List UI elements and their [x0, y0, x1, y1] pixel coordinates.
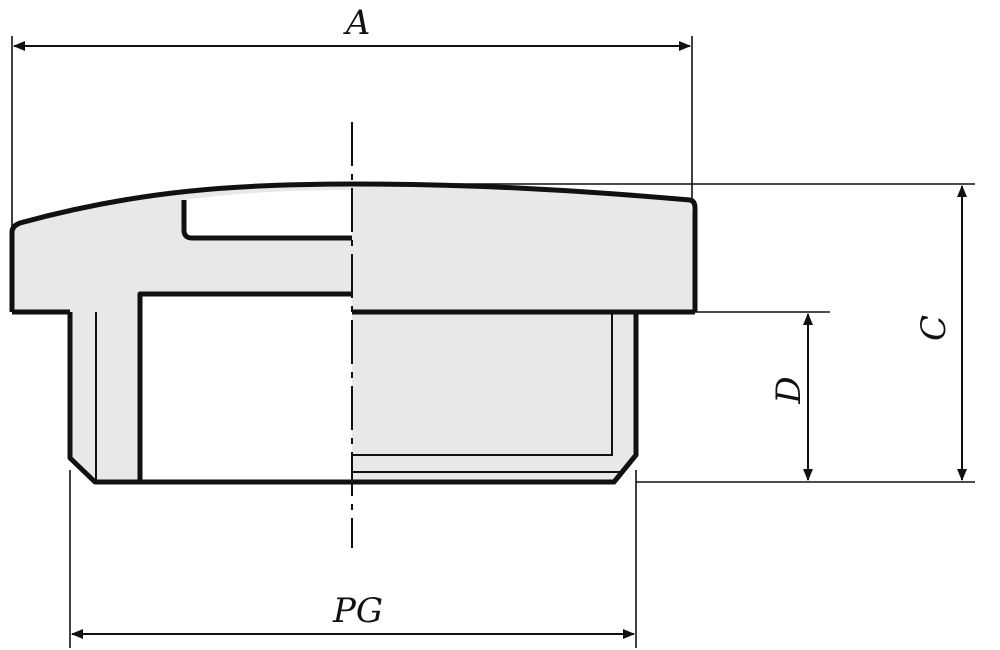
dimension-label-pg: PG [332, 591, 383, 631]
slot-outline [181, 200, 352, 241]
dimension-label-d: D [769, 376, 809, 404]
top-slot [184, 190, 352, 238]
right-thread-inner [352, 312, 620, 473]
plug-body-fill [12, 184, 695, 482]
thread-outline [67, 312, 639, 485]
dimension-label-a: A [343, 3, 371, 43]
cavity-outline [137, 291, 352, 482]
extension-lines [11, 36, 975, 648]
inner-cavity [140, 294, 352, 482]
dimension-label-c: C [914, 315, 954, 341]
